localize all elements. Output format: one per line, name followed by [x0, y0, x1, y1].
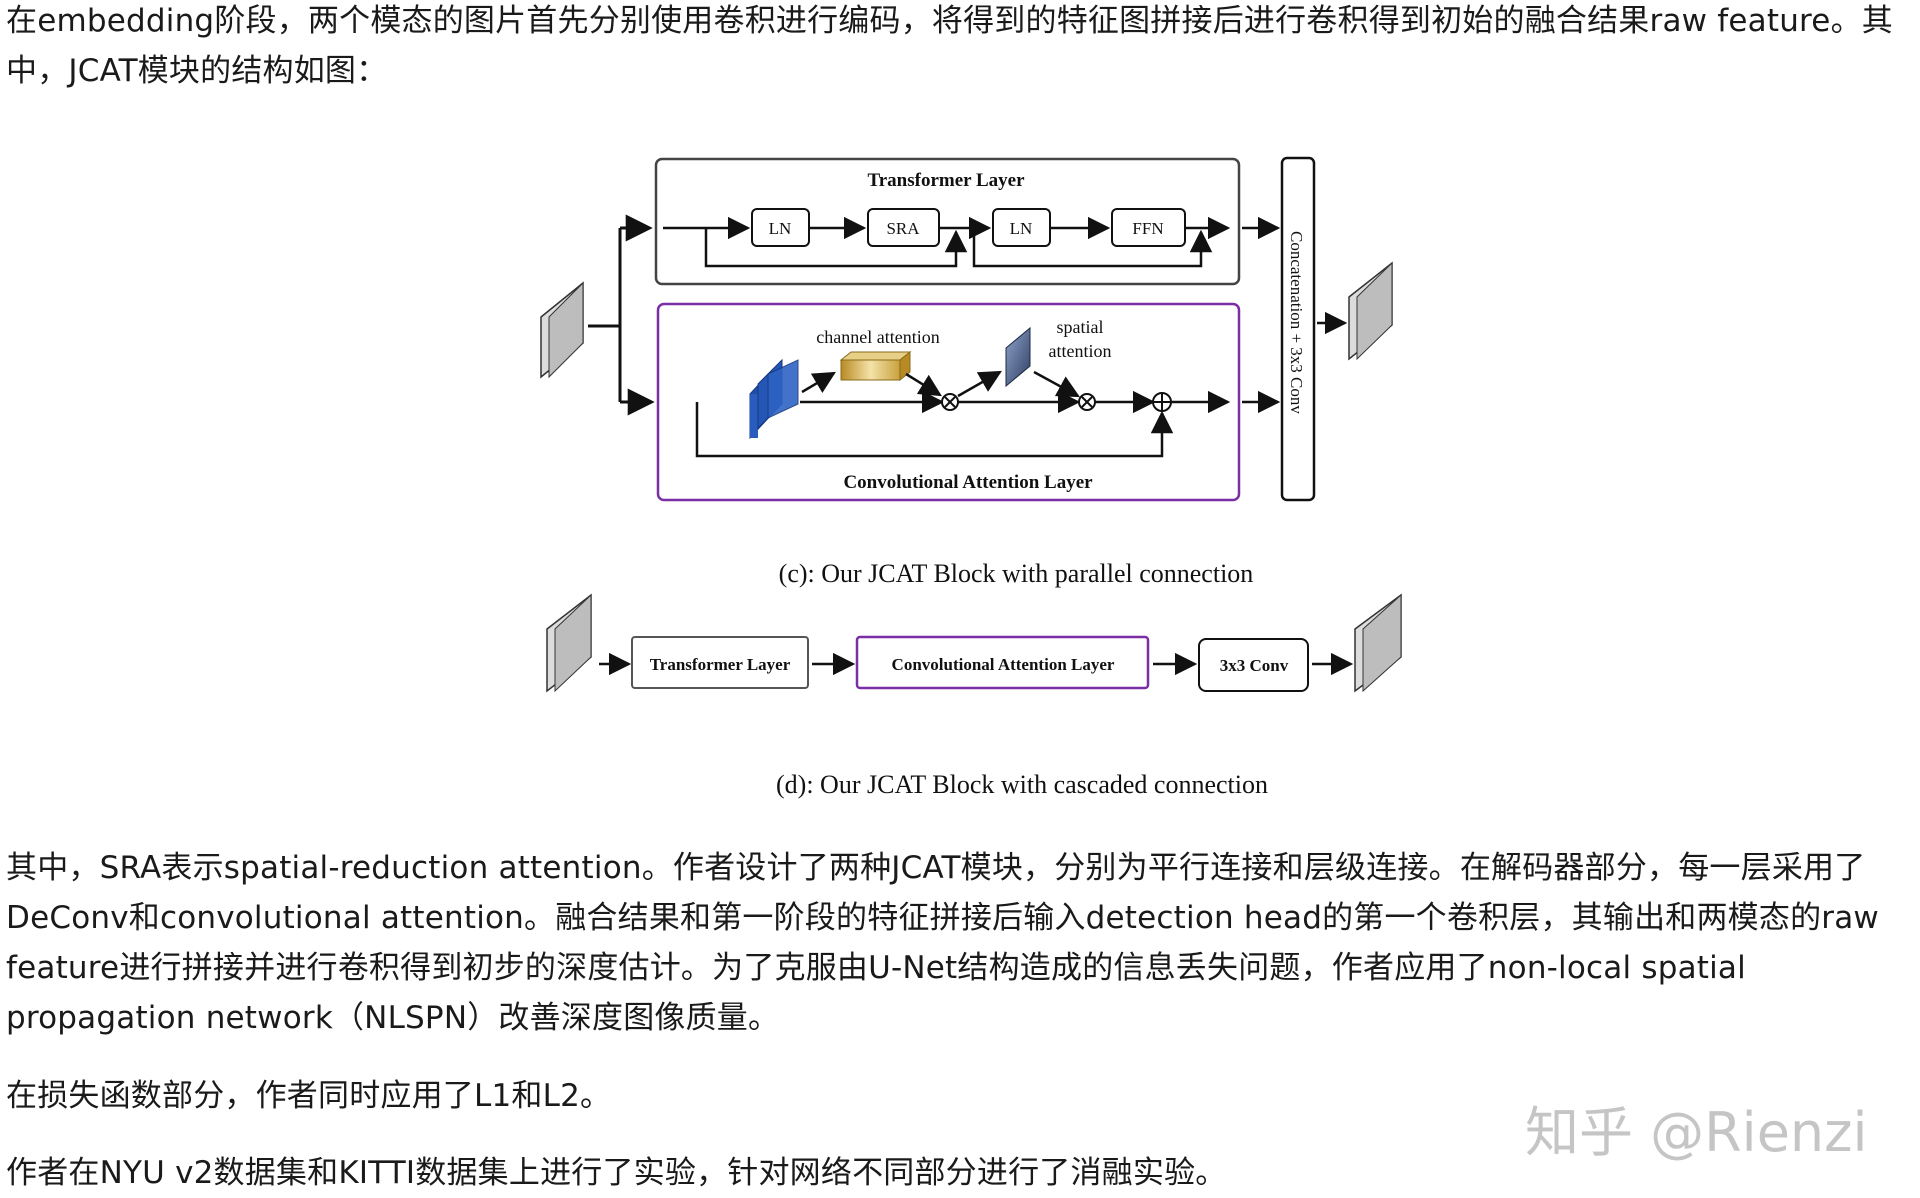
concat-conv-box	[1280, 156, 1316, 502]
figure-d-caption: (d): Our JCAT Block with cascaded connec…	[776, 770, 1268, 799]
cascade-conv3x3-label: 3x3 Conv	[1220, 656, 1289, 675]
spatial-attention-label-1: spatial	[1057, 317, 1104, 337]
sra-paragraph: 其中，SRA表示spatial-reduction attention。作者设计…	[6, 850, 1879, 1036]
cascade-conv-attention-label: Convolutional Attention Layer	[892, 655, 1115, 674]
spatial-attention-block	[1005, 326, 1031, 388]
sra-label: SRA	[886, 219, 920, 238]
output-feature-map-c	[1348, 261, 1393, 361]
channel-attention-label: channel attention	[816, 327, 939, 347]
zhihu-watermark: 知乎 @Rienzi	[1525, 1101, 1868, 1164]
multiply-node-1	[941, 393, 959, 411]
ln-label-1: LN	[769, 219, 792, 238]
figure-c-caption: (c): Our JCAT Block with parallel connec…	[779, 559, 1254, 588]
cascade-transformer-label: Transformer Layer	[650, 655, 791, 674]
conv-attention-layer-box	[656, 302, 1241, 502]
input-feature-map-d	[546, 593, 592, 693]
transformer-layer-title: Transformer Layer	[867, 170, 1025, 191]
concat-conv-label: Concatenation + 3x3 Conv	[1287, 231, 1306, 414]
input-feature-map-c	[540, 281, 584, 379]
cascade-transformer-box	[631, 636, 809, 689]
blue-feature-maps	[749, 358, 799, 440]
cascade-conv-attention-box	[855, 635, 1150, 690]
loss-paragraph: 在损失函数部分，作者同时应用了L1和L2。	[6, 1078, 612, 1114]
transformer-layer-box	[654, 157, 1241, 286]
spatial-attention-label-2: attention	[1049, 341, 1112, 361]
ln-label-2: LN	[1010, 219, 1033, 238]
intro-paragraph: 在embedding阶段，两个模态的图片首先分别使用卷积进行编码，将得到的特征图…	[6, 3, 1893, 89]
cascade-conv3x3-box	[1198, 638, 1309, 692]
experiment-paragraph: 作者在NYU v2数据集和KITTI数据集上进行了实验，针对网络不同部分进行了消…	[6, 1155, 1227, 1191]
channel-attention-block	[839, 350, 912, 382]
ffn-label: FFN	[1132, 219, 1163, 238]
output-feature-map-d	[1354, 593, 1402, 693]
conv-attention-layer-title: Convolutional Attention Layer	[843, 472, 1093, 493]
multiply-node-2	[1078, 393, 1096, 411]
add-node	[1152, 392, 1172, 412]
